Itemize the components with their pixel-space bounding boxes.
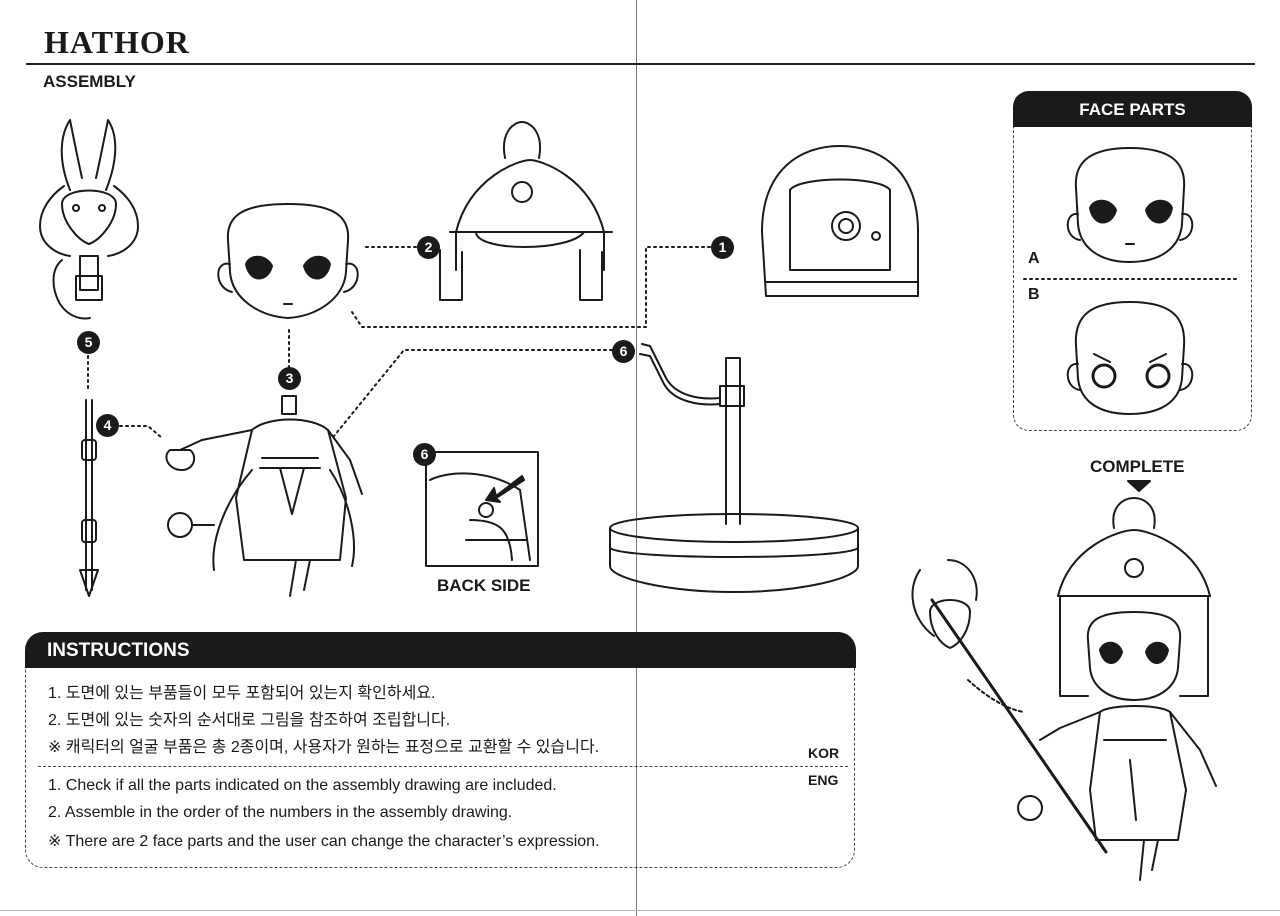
staff-part (79, 399, 99, 597)
body-part (165, 395, 363, 597)
step-badge-6-back: 6 (413, 443, 436, 466)
instruction-eng-2: 2. Assemble in the order of the numbers … (48, 804, 513, 821)
page-fold-line (636, 0, 637, 916)
complete-arrow (1127, 480, 1151, 492)
staff-topper-part (39, 119, 139, 320)
step-badge-5: 5 (77, 331, 100, 354)
instruction-eng-1: 1. Check if all the parts indicated on t… (48, 777, 557, 794)
instructions-title: INSTRUCTIONS (25, 632, 856, 668)
face-option-a-label: A (1028, 250, 1040, 267)
bottom-border (0, 910, 1280, 911)
step-badge-1: 1 (711, 236, 734, 259)
back-hair-part (761, 145, 919, 297)
instruction-kor-1: 1. 도면에 있는 부품들이 모두 포함되어 있는지 확인하세요. (48, 685, 436, 702)
complete-label: COMPLETE (1090, 457, 1185, 476)
assembly-label: ASSEMBLY (43, 72, 136, 91)
step-badge-6-stand: 6 (612, 340, 635, 363)
step-badge-3: 3 (278, 367, 301, 390)
face-part-center (217, 203, 359, 319)
step-badge-4: 4 (96, 414, 119, 437)
lang-eng-label: ENG (808, 772, 839, 788)
face-parts-panel (1013, 91, 1252, 431)
headdress-part (439, 121, 613, 301)
connector-lines (87, 246, 711, 439)
instruction-kor-3: ※ 캐릭터의 얼굴 부품은 총 2종이며, 사용자가 원하는 표정으로 교환할 … (48, 739, 600, 756)
face-parts-title: FACE PARTS (1013, 91, 1252, 127)
back-side-label: BACK SIDE (437, 576, 531, 595)
face-option-b-label: B (1028, 286, 1040, 303)
lang-kor-label: KOR (808, 745, 840, 761)
face-option-b-drawing (1066, 301, 1194, 415)
back-side-inset (425, 451, 539, 567)
instruction-eng-3: ※ There are 2 face parts and the user ca… (48, 833, 600, 850)
step-badge-2: 2 (417, 236, 440, 259)
instruction-kor-2: 2. 도면에 있는 숫자의 순서대로 그림을 참조하여 조립합니다. (48, 712, 451, 729)
display-stand (609, 343, 859, 593)
title-rule (26, 63, 1255, 65)
page-title: HATHOR (44, 24, 190, 60)
complete-figure-drawing (911, 497, 1217, 881)
face-option-a-drawing (1066, 147, 1194, 263)
instructions-divider (38, 766, 848, 767)
